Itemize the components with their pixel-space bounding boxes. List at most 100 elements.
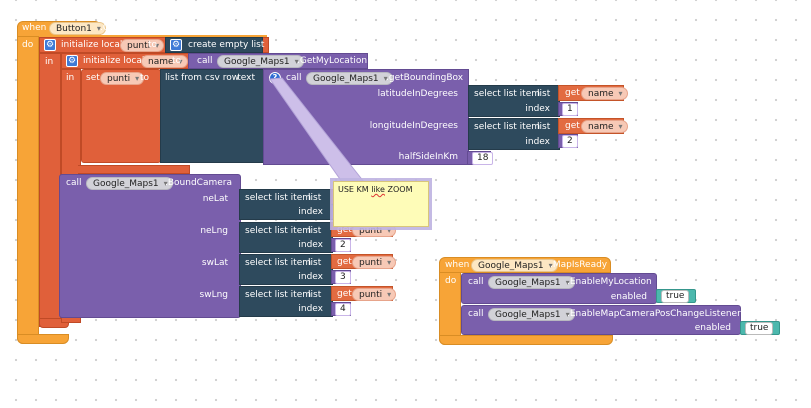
index-value[interactable]: 4 bbox=[335, 303, 351, 316]
call-label: call bbox=[468, 309, 484, 319]
init-name-to-label: to bbox=[172, 56, 182, 66]
enable-my-location-block[interactable]: call Google_Maps1 .EnableMyLocation enab… bbox=[461, 273, 657, 304]
mutator-gear-icon[interactable]: ⚙ bbox=[44, 39, 56, 51]
select-list-item-block[interactable]: select list item list index bbox=[239, 286, 333, 317]
bound-camera-method: .BoundCamera bbox=[165, 178, 232, 188]
get-my-location-method: .GetMyLocation bbox=[297, 56, 368, 66]
google-maps-component-dropdown[interactable]: Google_Maps1 bbox=[471, 259, 558, 272]
select-list-item-block[interactable]: select list item list index bbox=[239, 222, 333, 253]
index-value[interactable]: 2 bbox=[562, 135, 578, 148]
google-maps-component-dropdown[interactable]: Google_Maps1 bbox=[488, 276, 575, 289]
enable-map-camera-pos-change-listener-block[interactable]: call Google_Maps1 .EnableMapCameraPosCha… bbox=[461, 305, 741, 335]
when-label: when bbox=[445, 260, 470, 270]
true-dropdown[interactable]: true bbox=[745, 322, 774, 335]
list-from-csv-row-block[interactable]: list from csv row text bbox=[160, 69, 264, 163]
longitude-in-degrees-label: longitudeInDegrees bbox=[369, 121, 458, 131]
google-maps-component-dropdown[interactable]: Google_Maps1 bbox=[217, 55, 304, 68]
event1-left-spine: do bbox=[17, 36, 39, 344]
when-button1-click-block[interactable]: when Button1 .Click bbox=[17, 21, 124, 36]
get-label: get bbox=[565, 88, 580, 98]
select-list-item-block[interactable]: select list item list index bbox=[468, 118, 560, 150]
call-label: call bbox=[66, 178, 82, 188]
get-var-dropdown[interactable]: name bbox=[581, 120, 628, 133]
init-punti-in-label: in bbox=[45, 57, 54, 67]
select-list-item-label: select list item bbox=[474, 122, 541, 132]
sw-lat-label: swLat bbox=[201, 258, 228, 268]
index-number-block[interactable]: 1 bbox=[558, 102, 578, 116]
enable-map-camera-pos-change-listener-method: .EnableMapCameraPosChangeListener bbox=[567, 309, 741, 319]
list-from-csv-row-label: list from csv row bbox=[165, 73, 240, 83]
init-name-in-label: in bbox=[66, 73, 75, 83]
index-label: index bbox=[525, 104, 550, 114]
do-label: do bbox=[445, 276, 457, 286]
half-side-value[interactable]: 18 bbox=[472, 152, 494, 165]
map-is-ready-event-label: .MapIsReady bbox=[550, 260, 608, 270]
index-number-block[interactable]: 3 bbox=[331, 270, 351, 284]
index-number-block[interactable]: 4 bbox=[331, 302, 351, 316]
bound-camera-block[interactable]: call Google_Maps1 .BoundCamera neLat neL… bbox=[59, 174, 241, 318]
true-boolean-block[interactable]: true bbox=[740, 321, 780, 335]
select-list-item-label: select list item bbox=[245, 258, 312, 268]
get-label: get bbox=[337, 289, 352, 299]
get-my-location-block[interactable]: call Google_Maps1 .GetMyLocation bbox=[188, 53, 368, 69]
punti-var-name[interactable]: punti bbox=[120, 39, 165, 52]
get-punti-block[interactable]: get punti bbox=[331, 254, 397, 269]
get-var-dropdown[interactable]: punti bbox=[352, 288, 397, 301]
latitude-in-degrees-label: latitudeInDegrees bbox=[377, 89, 458, 99]
init-punti-to-label: to bbox=[148, 40, 158, 50]
half-side-in-km-label: halfSideInKm bbox=[398, 152, 458, 162]
init-punti-spine: in bbox=[39, 53, 61, 327]
enable-my-location-method: .EnableMyLocation bbox=[567, 277, 652, 287]
comment-text-prefix: USE KM bbox=[338, 185, 372, 194]
select-list-item-label: select list item bbox=[245, 290, 312, 300]
select-list-item-label: select list item bbox=[245, 226, 312, 236]
name-var-name[interactable]: name bbox=[141, 55, 188, 68]
mutator-gear-icon[interactable]: ⚙ bbox=[66, 55, 78, 67]
get-name-block[interactable]: get name bbox=[558, 118, 628, 134]
when-map-is-ready-block[interactable]: when Google_Maps1 .MapIsReady bbox=[439, 257, 611, 273]
enabled-label: enabled bbox=[694, 323, 731, 333]
get-var-dropdown[interactable]: name bbox=[581, 87, 628, 100]
csv-text-label: text bbox=[237, 73, 255, 83]
list-label: list bbox=[308, 226, 322, 236]
true-dropdown[interactable]: true bbox=[661, 290, 690, 303]
index-value[interactable]: 1 bbox=[562, 103, 578, 116]
half-side-number-block[interactable]: 18 bbox=[467, 151, 494, 165]
set-punti-var[interactable]: punti bbox=[100, 72, 145, 85]
enabled-label: enabled bbox=[610, 292, 647, 302]
help-question-icon[interactable]: ? bbox=[269, 72, 281, 84]
comment-text-mid: like bbox=[371, 185, 385, 194]
get-bounding-box-method: .getBoundingBox bbox=[386, 73, 464, 83]
index-label: index bbox=[298, 304, 323, 314]
create-empty-list-block[interactable]: ⚙ create empty list bbox=[165, 37, 265, 53]
select-list-item-block[interactable]: select list item list index bbox=[239, 254, 333, 285]
select-list-item-block[interactable]: select list item list index bbox=[468, 85, 560, 117]
get-label: get bbox=[337, 225, 352, 235]
google-maps-component-dropdown[interactable]: Google_Maps1 bbox=[488, 308, 575, 321]
call-label: call bbox=[197, 56, 213, 66]
list-label: list bbox=[308, 193, 322, 203]
set-punti-block[interactable]: set punti to bbox=[81, 69, 161, 163]
index-label: index bbox=[525, 137, 550, 147]
index-value[interactable]: 3 bbox=[335, 271, 351, 284]
google-maps-component-dropdown[interactable]: Google_Maps1 bbox=[86, 177, 173, 190]
google-maps-component-dropdown[interactable]: Google_Maps1 bbox=[306, 72, 393, 85]
comment-bubble[interactable]: USE KM like ZOOM bbox=[333, 181, 429, 227]
index-label: index bbox=[298, 240, 323, 250]
get-punti-block[interactable]: get punti bbox=[331, 286, 397, 301]
index-number-block[interactable]: 2 bbox=[331, 238, 351, 252]
list-gear-icon[interactable]: ⚙ bbox=[170, 39, 182, 51]
get-bounding-box-block[interactable]: ? call Google_Maps1 .getBoundingBox lati… bbox=[263, 69, 469, 165]
get-name-block[interactable]: get name bbox=[558, 85, 628, 101]
set-to-label: to bbox=[140, 73, 150, 83]
create-empty-list-label: create empty list bbox=[188, 40, 265, 50]
true-boolean-block[interactable]: true bbox=[656, 289, 696, 303]
do-label: do bbox=[22, 40, 34, 50]
select-list-item-block[interactable]: select list item list index bbox=[239, 189, 333, 220]
index-number-block[interactable]: 2 bbox=[558, 134, 578, 148]
get-var-dropdown[interactable]: punti bbox=[352, 256, 397, 269]
button1-component-dropdown[interactable]: Button1 bbox=[49, 22, 106, 35]
init-name-block[interactable]: ⚙ initialize local name to bbox=[61, 53, 193, 69]
index-value[interactable]: 2 bbox=[335, 239, 351, 252]
init-name-label: initialize local bbox=[83, 56, 145, 66]
